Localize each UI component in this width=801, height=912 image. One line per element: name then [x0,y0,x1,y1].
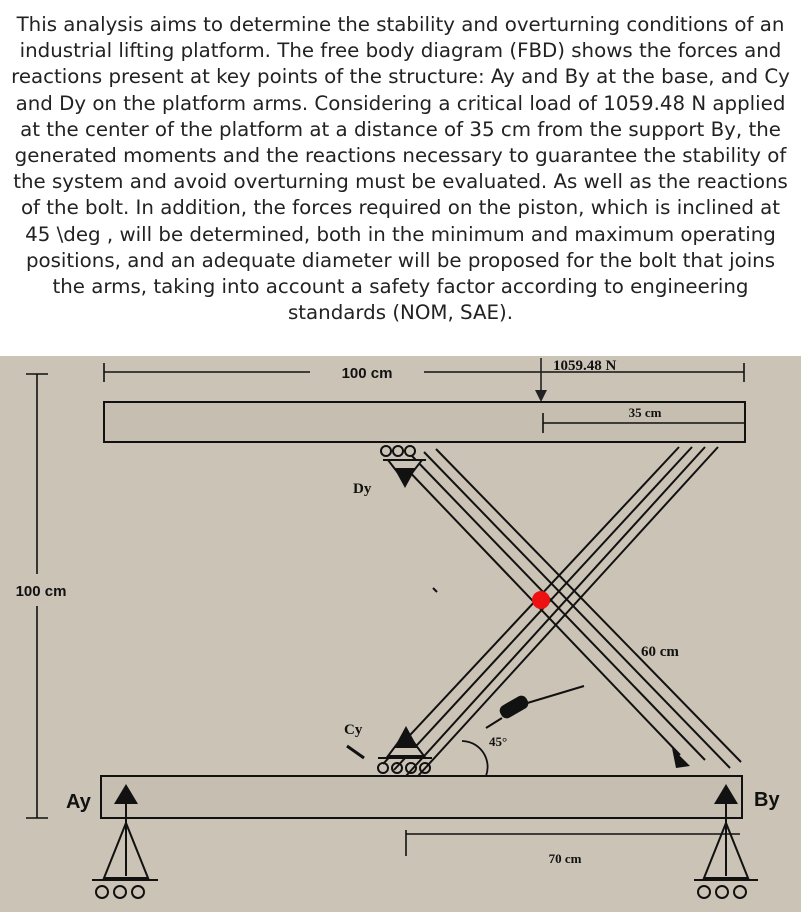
angle-label: 45° [489,734,507,749]
reaction-arrow-d [394,468,416,488]
reaction-label-a: Ay [66,791,92,813]
reaction-arrow-a [114,784,138,804]
load-label: 1059.48 N [553,358,617,374]
base-offset-dimension [405,830,740,856]
height-label: 100 cm [16,583,67,600]
reaction-arrow-b [714,784,738,804]
bolt-marker [532,591,550,609]
height-dimension [26,373,48,819]
reaction-arrow-c [394,726,418,748]
reaction-c-tick [346,744,365,760]
top-width-label: 100 cm [342,365,393,382]
support-b [694,803,758,899]
top-platform [103,401,746,443]
top-width-dimension [103,363,745,382]
problem-statement: This analysis aims to determine the stab… [11,13,790,325]
free-body-diagram: 100 cm 1059.48 N 35 cm 100 cm [0,356,801,912]
angle-arc [461,740,489,777]
load-offset-label: 35 cm [629,405,662,420]
base-offset-label: 70 cm [549,851,582,866]
arm-direction-arrow [672,748,690,768]
base-beam [100,775,743,819]
support-a [92,803,158,899]
reaction-label-d: Dy [353,481,372,497]
load-offset-dimension [542,413,744,433]
arm-length-label: 60 cm [641,644,679,660]
load-arrow [535,358,547,402]
diagram-background [0,356,801,912]
stray-mark [432,587,438,593]
piston [485,685,585,729]
reaction-label-b: By [754,789,780,811]
reaction-label-c: Cy [344,722,363,738]
